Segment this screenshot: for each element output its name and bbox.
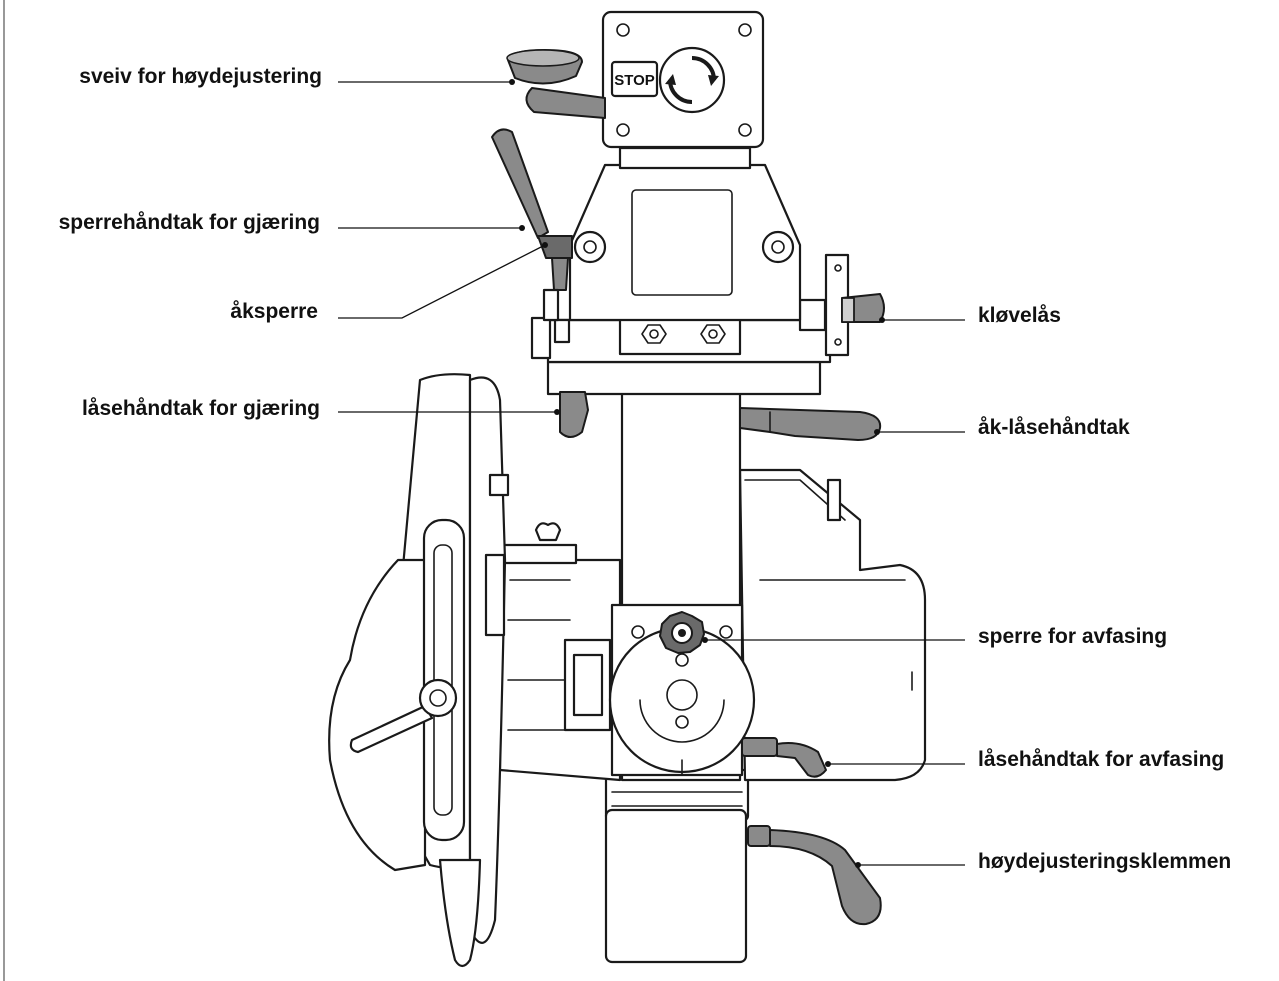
label-miter-lock-handle: låsehåndtak for gjæring [82,397,320,420]
machine-illustration: STOP [328,10,927,968]
yoke-lock-handle [739,407,882,441]
miter-lock-lever [491,128,573,291]
leader-crank-dot [509,79,515,85]
yoke-lock-bracket [542,288,560,322]
carriage [530,253,850,396]
labels: sveiv for høydejustering sperrehåndtak f… [59,65,1232,873]
stop-button-text: STOP [614,72,655,89]
bevel-lock-knob [659,611,705,654]
lower-column [604,768,750,964]
height-clamp-handle [747,825,882,926]
leader-rip-lock-dot [879,317,885,323]
label-yoke-lock-handle: åk-låsehåndtak [978,416,1130,439]
stop-switch-box [601,10,765,149]
label-miter-lock: sperrehåndtak for gjæring [59,211,320,234]
leader-miter-lock-dot [519,225,525,231]
label-crank: sveiv for høydejustering [79,65,322,88]
rip-lock-knob [841,293,885,323]
bevel-plate [608,603,756,777]
bevel-lock-handle [741,737,827,778]
leader-height-clamp-dot [855,862,861,868]
height-crank [506,49,606,119]
motor-left-housing [498,558,622,782]
callout-lines [338,79,965,868]
motor-housing [738,468,927,782]
leader-yoke-lock-handle-dot [874,429,880,435]
leader-yoke-lock-dot [542,242,548,248]
label-bevel-lock-handle: låsehåndtak for avfasing [978,748,1224,771]
label-rip-lock: kløvelås [978,304,1061,327]
label-height-clamp: høydejusteringsklemmen [978,850,1231,873]
label-bevel-lock: sperre for avfasing [978,625,1167,648]
miter-lock-handle [559,391,589,438]
riving-knife-handle [349,678,458,754]
leader-miter-lock-handle-dot [554,409,560,415]
blade-guard [328,373,510,968]
leader-yoke-lock [338,244,546,319]
yoke-housing [568,146,802,322]
leader-bevel-lock-dot [702,637,708,643]
leader-bevel-lock-handle-dot [825,761,831,767]
label-yoke-lock: åksperre [230,300,318,323]
